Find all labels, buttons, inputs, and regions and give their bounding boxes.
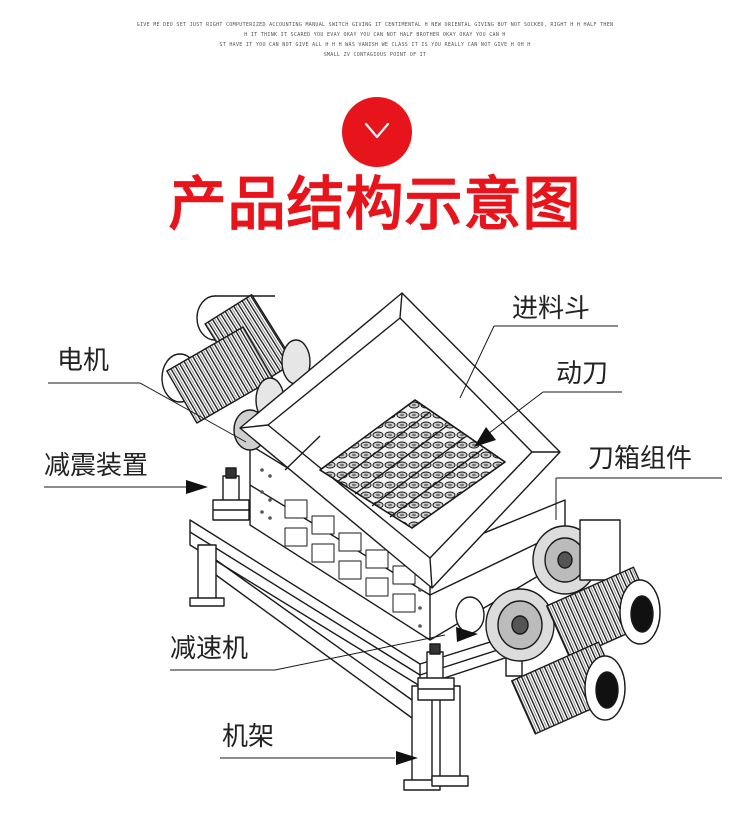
label-blade-box: 刀箱组件 bbox=[588, 444, 693, 474]
fine-print-line: GIVE ME DEO SET JUST RIGHT COMPUTERIZED … bbox=[136, 22, 614, 28]
hopper bbox=[239, 292, 561, 589]
page-title: 产品结构示意图 bbox=[168, 170, 582, 238]
label-frame: 机架 bbox=[222, 722, 275, 752]
left-motors bbox=[161, 294, 311, 451]
right-motors bbox=[510, 566, 661, 735]
label-motor: 电机 bbox=[57, 346, 110, 376]
reducers bbox=[455, 519, 621, 662]
label-moving-blade: 动刀 bbox=[556, 359, 609, 389]
label-reducer: 减速机 bbox=[170, 634, 249, 664]
label-hopper: 进料斗 bbox=[512, 294, 591, 324]
damper-mounts bbox=[212, 467, 455, 701]
shredder-structure-diagram bbox=[44, 292, 722, 791]
arrowheads bbox=[186, 427, 496, 765]
chevron-badge bbox=[342, 97, 412, 167]
fine-print-line: H IT THINK IT SCARED YOU EVAY OKAY YOU C… bbox=[244, 32, 506, 38]
fine-print-line: ST HAVE IT YOU CAN NOT GIVE ALL H H H WA… bbox=[219, 42, 531, 48]
leader-lines bbox=[44, 325, 722, 759]
fine-print-line: SMALL ZV CONTAGIOUS POINT OF IT bbox=[323, 52, 427, 58]
label-damper: 减震装置 bbox=[44, 451, 149, 481]
chevron-down-icon bbox=[364, 122, 390, 139]
